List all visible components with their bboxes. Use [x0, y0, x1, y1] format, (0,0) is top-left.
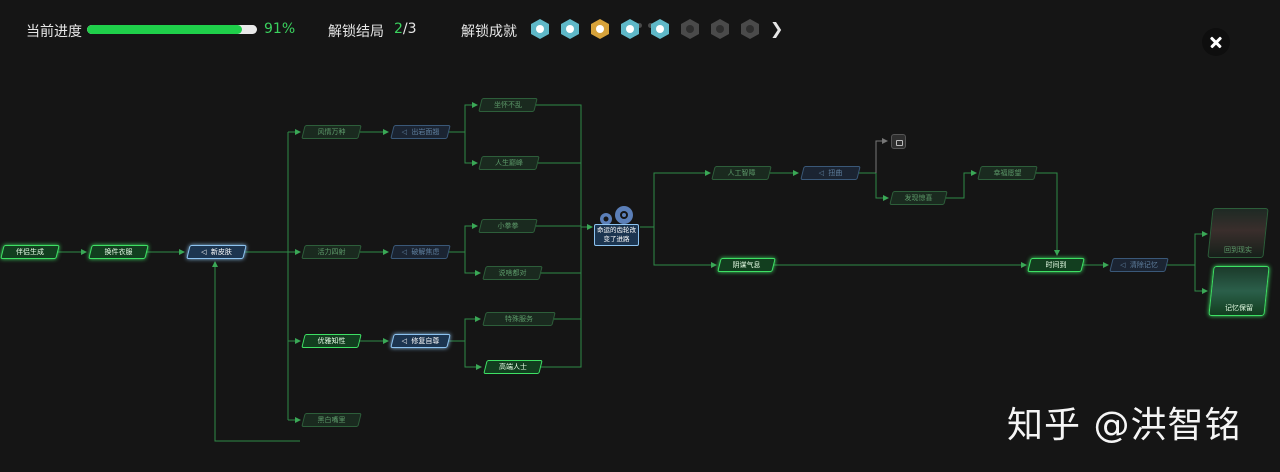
node-fate[interactable]: 命运的齿轮改变了进路	[594, 224, 639, 246]
ending-card-1[interactable]: 回到现实	[1207, 208, 1269, 258]
node-e3[interactable]: ◁ 清除记忆	[1109, 258, 1169, 272]
lock-icon	[891, 134, 906, 149]
node-e1[interactable]: 阴谋气息	[717, 258, 776, 272]
node-b2[interactable]: ◁ 破解焦虑	[390, 245, 451, 259]
node-d1[interactable]: 人工智障	[711, 166, 772, 180]
node-a2[interactable]: 活力四射	[301, 245, 362, 259]
node-e2[interactable]: 时间到	[1027, 258, 1085, 272]
node-b1[interactable]: ◁ 出岩面翘	[390, 125, 451, 139]
node-c5[interactable]: 特殊服务	[482, 312, 556, 326]
achievement-badge-locked-icon[interactable]	[740, 18, 760, 40]
node-c6[interactable]: 高端人士	[483, 360, 543, 374]
node-d3[interactable]: 发现惊喜	[889, 191, 948, 205]
progress-percent: 91%	[264, 21, 296, 37]
node-c3[interactable]: 小拳拳	[478, 219, 538, 233]
achievement-badge-icon[interactable]	[530, 18, 550, 40]
node-a4[interactable]: 黑白嘴里	[301, 413, 362, 427]
achievement-badge-icon[interactable]	[590, 18, 610, 40]
node-d2[interactable]: ◁ 扭曲	[800, 166, 861, 180]
node-companion-generated[interactable]: 伴侣生成	[0, 245, 60, 259]
endings-count: 2/3	[394, 21, 417, 37]
achievement-badge-icon[interactable]	[650, 18, 670, 40]
progress-bar	[87, 25, 257, 34]
endings-current: 2	[394, 21, 403, 37]
top-bar: 当前进度 91% 解锁结局 2/3 解锁成就 ❯	[0, 0, 1280, 60]
node-new-skin[interactable]: ◁ 新皮肤	[186, 245, 247, 259]
gears-icon	[600, 206, 633, 225]
progress-label: 当前进度	[26, 24, 82, 40]
node-b3[interactable]: ◁ 修复自尊	[390, 334, 451, 348]
node-change-outfit[interactable]: 换件衣服	[88, 245, 149, 259]
node-c1[interactable]: 坐怀不乱	[478, 98, 538, 112]
watermark: 知乎 @洪智铭	[1007, 405, 1242, 446]
achievement-badge-icon[interactable]	[620, 18, 640, 40]
endings-total: /3	[402, 21, 417, 37]
achievement-badge-locked-icon[interactable]	[680, 18, 700, 40]
node-c2[interactable]: 人生巅峰	[478, 156, 540, 170]
node-a1[interactable]: 风情万种	[301, 125, 362, 139]
chevron-right-icon[interactable]: ❯	[770, 19, 784, 38]
achievement-badge-icon[interactable]	[560, 18, 580, 40]
achievement-badge-locked-icon[interactable]	[710, 18, 730, 40]
close-icon[interactable]	[1202, 28, 1230, 56]
progress-bar-fill	[87, 25, 242, 34]
ending-card-2[interactable]: 记忆保留	[1208, 266, 1270, 316]
node-d4[interactable]: 幸福愿望	[977, 166, 1038, 180]
node-a3[interactable]: 优雅知性	[301, 334, 362, 348]
achievements-label: 解锁成就	[461, 24, 517, 40]
endings-label: 解锁结局	[328, 24, 384, 40]
node-c4[interactable]: 说啥都对	[482, 266, 543, 280]
